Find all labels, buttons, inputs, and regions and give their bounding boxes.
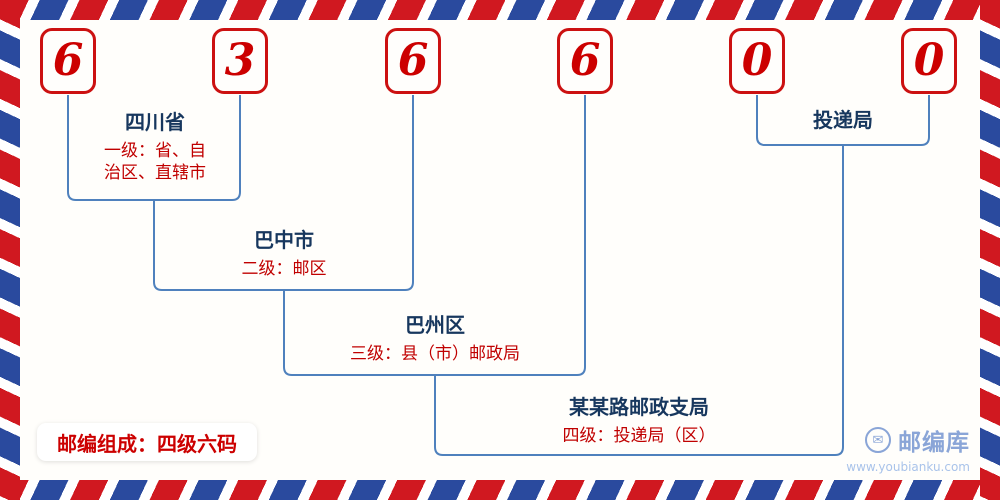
brand-logo[interactable]: ✉ 邮编库 www.youbianku.com: [846, 423, 970, 474]
level-5-name: 投递局: [813, 108, 873, 132]
digit-box-4: 6: [557, 28, 613, 94]
airmail-border-top: [0, 0, 1000, 20]
airmail-border-bottom: [0, 480, 1000, 500]
level-4-name: 某某路邮政支局: [569, 395, 709, 419]
composition-box: 邮编组成：四级六码: [37, 423, 257, 461]
level-4-desc: 四级：投递局（区）: [562, 426, 716, 446]
brand-name: 邮编库: [898, 430, 970, 456]
digit-box-6: 0: [901, 28, 957, 94]
level-1-desc: 一级：省、自治区、直辖市: [104, 141, 206, 183]
level-1-name: 四川省: [125, 110, 185, 134]
digit-box-2: 3: [212, 28, 268, 94]
level-5-block: 投递局: [783, 108, 903, 132]
composition-label: 邮编组成：四级六码: [57, 431, 237, 456]
digit-2: 3: [224, 35, 256, 86]
level-1-block: 四川省 一级：省、自治区、直辖市: [99, 110, 211, 184]
digit-box-5: 0: [729, 28, 785, 94]
level-2-name: 巴中市: [254, 228, 314, 252]
digit-box-1: 6: [40, 28, 96, 94]
level-3-block: 巴州区 三级：县（市）邮政局: [310, 313, 560, 365]
level-2-desc: 二级：邮区: [241, 259, 327, 279]
brand-url[interactable]: www.youbianku.com: [846, 460, 970, 474]
level-3-name: 巴州区: [405, 313, 465, 337]
digit-box-3: 6: [385, 28, 441, 94]
envelope-glyph: ✉: [872, 432, 884, 448]
envelope-icon: ✉: [865, 427, 891, 453]
airmail-border-right: [980, 0, 1000, 500]
level-3-desc: 三级：县（市）邮政局: [350, 344, 520, 364]
connector-level-4: [434, 145, 844, 456]
digit-5: 0: [741, 35, 773, 86]
digit-1: 6: [52, 35, 84, 86]
digit-6: 0: [913, 35, 945, 86]
digit-4: 6: [569, 35, 601, 86]
connector-level-5: [756, 95, 930, 146]
digit-3: 6: [397, 35, 429, 86]
level-2-block: 巴中市 二级：邮区: [204, 228, 364, 280]
level-4-block: 某某路邮政支局 四级：投递局（区）: [514, 395, 764, 447]
airmail-border-left: [0, 0, 20, 500]
